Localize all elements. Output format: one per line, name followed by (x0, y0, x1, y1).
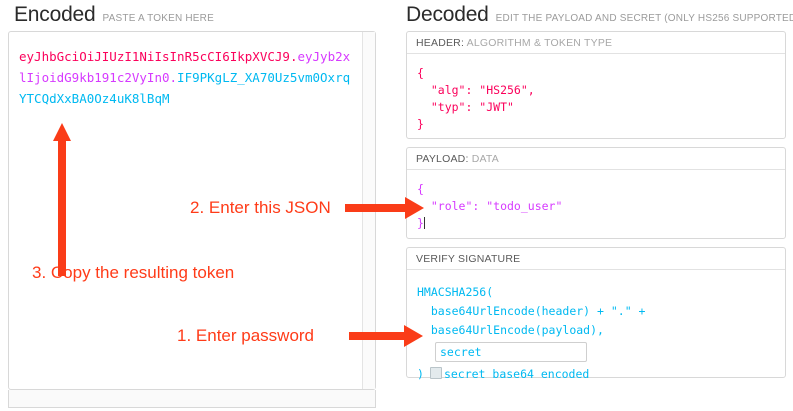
hmac-line-2: base64UrlEncode(header) + "." + (417, 304, 646, 318)
arrow-shaft (345, 204, 407, 212)
token-separator-2: . (169, 70, 178, 85)
annotation-step-3-label: 3. Copy the resulting token (32, 263, 235, 282)
decoded-payload-json[interactable]: { "role": "todo_user" } (407, 170, 785, 242)
decoded-header-label-key: HEADER: (416, 37, 465, 49)
encoded-subtitle: PASTE A TOKEN HERE (102, 13, 214, 24)
decoded-verify-label-key: VERIFY SIGNATURE (416, 253, 521, 265)
decoded-subtitle: EDIT THE PAYLOAD AND SECRET (ONLY HS256 … (495, 13, 793, 24)
arrow-head (405, 197, 424, 219)
decoded-payload-label-value: DATA (471, 153, 499, 165)
token-payload-segment: eyJyb2xlIjoidG9kb191c2VyIn0 (19, 49, 351, 85)
decoded-payload-label-key: PAYLOAD: (416, 153, 469, 165)
token-header-segment: eyJhbGciOiJIUzI1NiIsInR5cCI6IkpXVCJ9 (19, 49, 290, 64)
base64-encoded-row: ) secret base64 encoded (417, 367, 589, 381)
closing-paren: ) (417, 367, 424, 381)
decoded-panel: HEADER: ALGORITHM & TOKEN TYPE { "alg": … (406, 31, 786, 381)
arrow-shaft (58, 137, 66, 276)
decoded-header-label: HEADER: ALGORITHM & TOKEN TYPE (407, 32, 785, 54)
decoded-verify-box: VERIFY SIGNATURE HMACSHA256( base64UrlEn… (406, 247, 786, 381)
decoded-column-heading: Decoded EDIT THE PAYLOAD AND SECRET (ONLY… (406, 3, 793, 27)
decoded-header-json[interactable]: { "alg": "HS256", "typ": "JWT" } (417, 66, 535, 131)
hmac-line-3: base64UrlEncode(payload), (417, 323, 604, 337)
hmac-line-1: HMACSHA256( (417, 285, 494, 299)
secret-input[interactable] (435, 342, 587, 362)
base64-encoded-checkbox[interactable] (429, 367, 442, 379)
text-caret (423, 217, 425, 229)
decoded-payload-json-text: { "role": "todo_user" } (417, 182, 563, 230)
decoded-title: Decoded (406, 3, 489, 26)
decoded-header-label-value: ALGORITHM & TOKEN TYPE (466, 37, 613, 49)
arrow-shaft (349, 332, 406, 340)
encoded-column-heading: Encoded PASTE A TOKEN HERE (14, 3, 214, 27)
encoded-title: Encoded (14, 3, 96, 26)
decoded-header-box: HEADER: ALGORITHM & TOKEN TYPE { "alg": … (406, 31, 786, 139)
token-separator-1: . (289, 49, 298, 64)
encoded-token-text[interactable]: eyJhbGciOiJIUzI1NiIsInR5cCI6IkpXVCJ9.eyJ… (19, 46, 353, 109)
token-signature-segment: IF9PKgLZ_XA70Uz5vm0OxrqYTCQdXxBA0Oz4uK8l… (19, 70, 351, 106)
arrow-head (404, 325, 423, 347)
verify-signature-code: HMACSHA256( base64UrlEncode(header) + ".… (407, 270, 785, 394)
decoded-payload-label: PAYLOAD: DATA (407, 148, 785, 170)
annotation-step-1-label: 1. Enter password (177, 326, 315, 345)
decoded-payload-box: PAYLOAD: DATA { "role": "todo_user" } (406, 147, 786, 239)
arrow-head (53, 123, 71, 141)
decoded-verify-label: VERIFY SIGNATURE (407, 248, 785, 270)
encoded-panel-footer (8, 390, 376, 408)
base64-encoded-label: secret base64 encoded (443, 367, 590, 381)
annotation-step-2-label: 2. Enter this JSON (190, 198, 331, 217)
